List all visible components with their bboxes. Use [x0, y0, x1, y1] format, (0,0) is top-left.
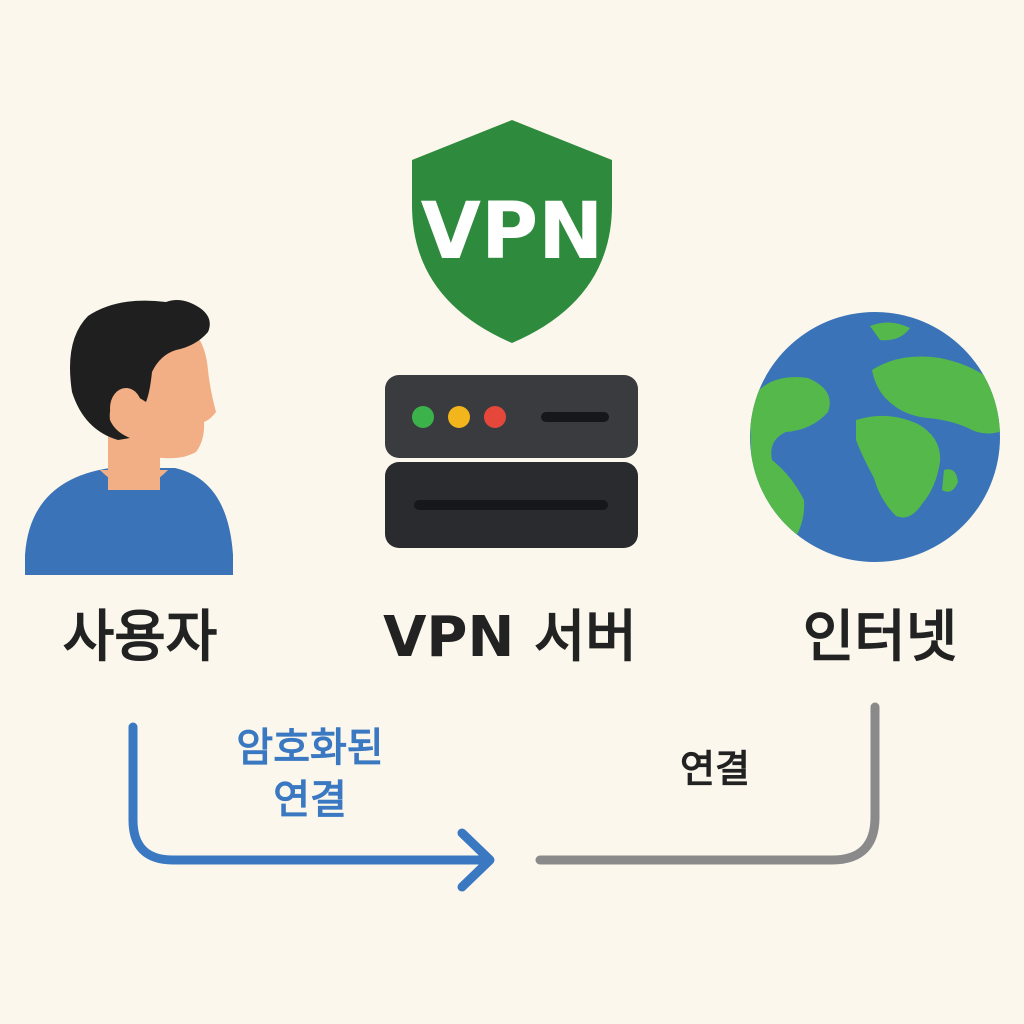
- server-slot-top: [541, 412, 609, 422]
- server-icon: [385, 375, 638, 548]
- vpn-shield-text: VPN: [421, 187, 604, 277]
- server-slot-bottom: [414, 500, 608, 510]
- server-led-green: [412, 406, 434, 428]
- internet-label: 인터넷: [802, 605, 958, 670]
- encrypted-connection-label-line2: 연결: [273, 777, 347, 823]
- server-led-red: [484, 406, 506, 428]
- vpn-server-label: VPN 서버: [383, 605, 637, 670]
- user-icon: [25, 300, 233, 575]
- plain-connection-label: 연결: [680, 747, 750, 791]
- encrypted-connection-label: 암호화된 연결: [195, 722, 425, 826]
- globe-icon: [750, 312, 1000, 562]
- user-label: 사용자: [62, 605, 218, 670]
- encrypted-connection-arrow: [128, 722, 495, 892]
- plain-connection-line: [535, 702, 880, 865]
- encrypted-connection-label-line1: 암호화된: [236, 725, 384, 771]
- server-led-yellow: [448, 406, 470, 428]
- vpn-shield-icon: VPN: [412, 120, 612, 343]
